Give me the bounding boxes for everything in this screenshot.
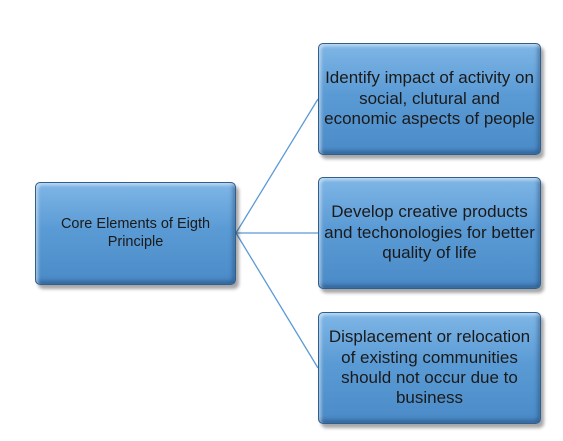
root-node: Core Elements of Eigth Principle [35, 182, 236, 285]
connector-root-to-child-3 [235, 232, 319, 369]
root-node-label: Core Elements of Eigth Principle [60, 216, 211, 250]
child-node-label: Develop creative products and techonolog… [324, 202, 535, 263]
connector-root-to-child-1 [235, 98, 319, 234]
child-node-label: Displacement or relocation of existing c… [328, 327, 531, 408]
child-node-impact: Identify impact of activity on social, c… [318, 43, 541, 155]
child-node-label: Identify impact of activity on social, c… [324, 68, 535, 129]
child-node-creative-products: Develop creative products and techonolog… [318, 177, 541, 289]
child-node-displacement: Displacement or relocation of existing c… [318, 312, 541, 424]
